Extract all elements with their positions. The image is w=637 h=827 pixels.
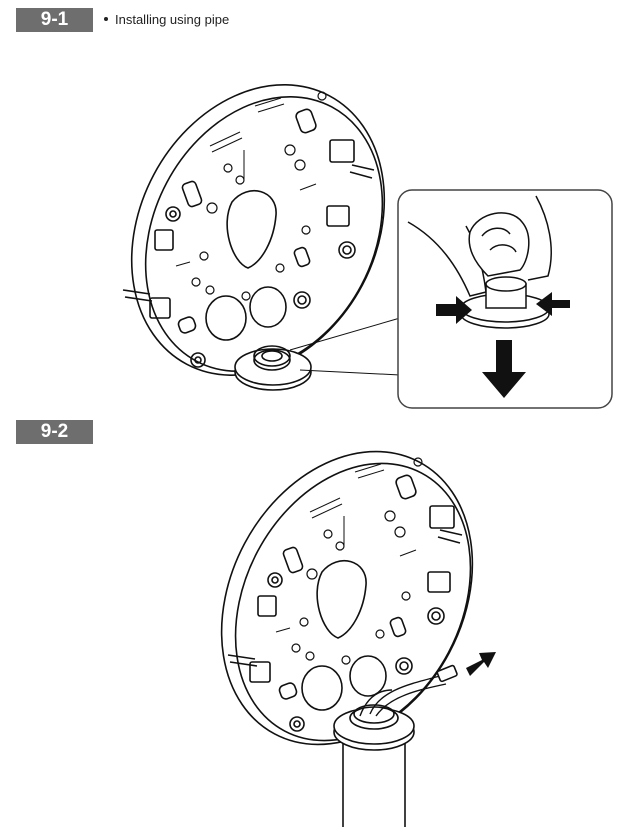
push-arrow-icon-left (436, 296, 472, 324)
step-caption: Installing using pipe (104, 12, 229, 27)
detail-callout (397, 189, 613, 409)
push-arrow-icon-right (536, 292, 570, 316)
bullet-icon (104, 16, 108, 21)
step-number-9-1: 9-1 (16, 8, 93, 32)
pull-down-arrow-icon (482, 340, 526, 398)
mount-plate-illustration-2 (220, 450, 474, 827)
step-number-9-2: 9-2 (16, 420, 93, 444)
cable-direction-arrow-icon (466, 652, 496, 676)
mount-plate-illustration-1 (122, 84, 401, 391)
pipe-illustration (342, 740, 406, 827)
caption-text: Installing using pipe (115, 12, 230, 27)
